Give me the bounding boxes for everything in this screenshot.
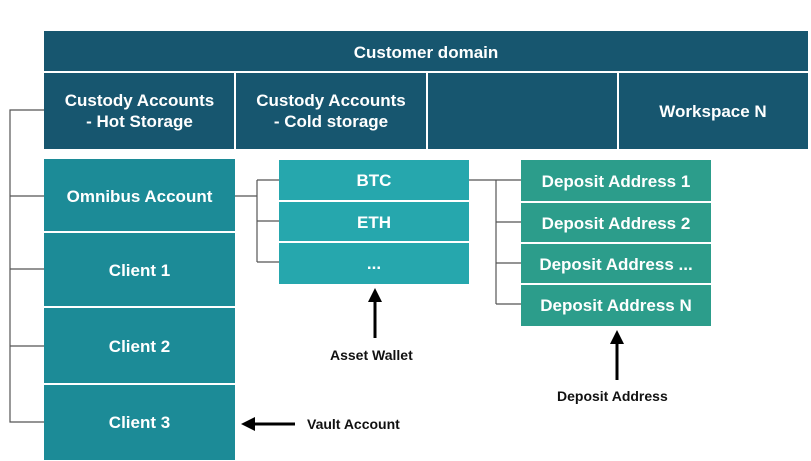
asset-wallet-btc: BTC <box>279 160 469 201</box>
workspace-hot-storage-label: Custody Accounts - Hot Storage <box>64 91 215 131</box>
vault-account-label: Client 3 <box>108 413 171 432</box>
workspace-divider <box>234 73 236 149</box>
workspace-cold-storage-label: Custody Accounts - Cold storage <box>256 91 406 131</box>
vault-account-label: Omnibus Account <box>66 186 213 206</box>
workspace-divider <box>617 73 619 149</box>
deposit-address-1: Deposit Address 1 <box>521 160 711 202</box>
workspace-cold-storage: Custody Accounts - Cold storage <box>235 71 427 149</box>
deposit-address-arrow-head <box>610 330 624 344</box>
vault-account-arrow-head <box>241 417 255 431</box>
deposit-address-label: Deposit Address 1 <box>541 171 691 191</box>
vault-account-client-2: Client 2 <box>44 306 235 385</box>
vault-account-label: Client 1 <box>108 261 171 280</box>
deposit-address-2: Deposit Address 2 <box>521 201 711 244</box>
asset-wallet-label: ... <box>366 254 382 273</box>
workspace-blank <box>427 71 618 149</box>
deposit-address-label: Deposit Address N <box>540 296 692 315</box>
customer-domain-header: Customer domain <box>44 31 808 73</box>
asset-wallet-more: ... <box>279 241 469 284</box>
deposit-address-callout: Deposit Address <box>557 388 668 404</box>
asset-wallet-eth: ETH <box>279 200 469 242</box>
asset-wallet-label: BTC <box>356 171 392 190</box>
asset-wallet-label: ETH <box>357 212 391 232</box>
asset-wallet-callout: Asset Wallet <box>330 347 413 363</box>
asset-wallet-arrow-head <box>368 288 382 302</box>
tree-line-workspace <box>9 109 44 423</box>
vault-account-omnibus: Omnibus Account <box>44 159 235 233</box>
deposit-address-more: Deposit Address ... <box>521 242 711 285</box>
deposit-address-n: Deposit Address N <box>521 283 711 326</box>
workspace-n-label: Workspace N <box>659 101 767 121</box>
workspace-hot-storage: Custody Accounts - Hot Storage <box>44 71 235 149</box>
workspace-divider <box>426 73 428 149</box>
workspace-n: Workspace N <box>618 71 808 149</box>
deposit-address-label: Deposit Address 2 <box>541 214 691 233</box>
vault-account-client-1: Client 1 <box>44 231 235 308</box>
vault-account-callout: Vault Account <box>307 416 400 432</box>
deposit-address-label: Deposit Address ... <box>539 255 693 274</box>
vault-account-label: Client 2 <box>108 337 171 356</box>
vault-account-client-3: Client 3 <box>44 383 235 460</box>
customer-domain-title: Customer domain <box>353 42 499 62</box>
